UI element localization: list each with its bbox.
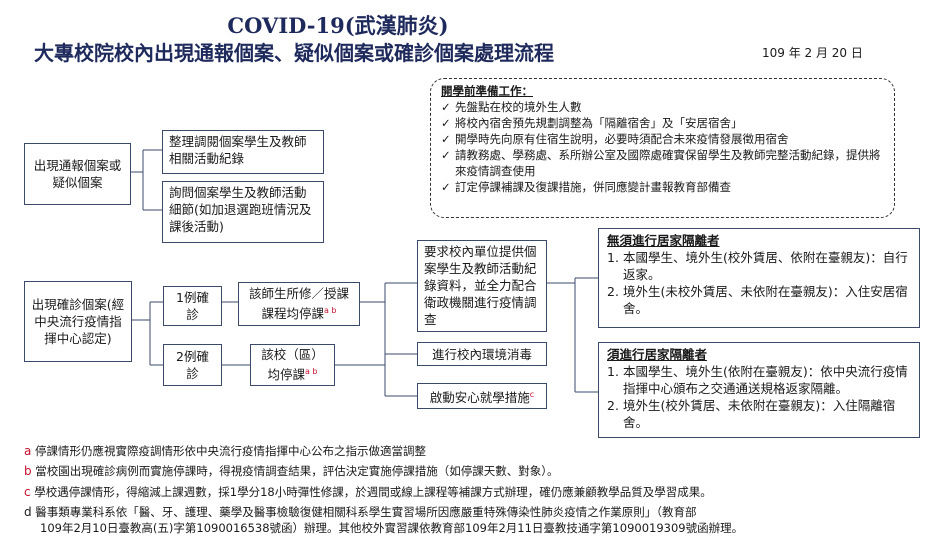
check-icon: ✓ xyxy=(441,100,451,114)
prep-item: ✓將校內宿舍預先規劃調整為「隔離宿舍」及「安居宿舍」 xyxy=(441,116,743,130)
list-item: 2.境外生(校外賃居、未依附在臺親友)：入住隔離宿舍。 xyxy=(607,398,896,430)
prep-item: ✓開學時先向原有住宿生說明，必要時須配合未來疫情發展徵用宿舍 xyxy=(441,132,789,146)
page-subtitle: 大專校院校內出現通報個案、疑似個案或確診個案處理流程 xyxy=(34,41,554,65)
confirmed-case-box: 出現確診個案(經中央流行疫情指揮中心認定) xyxy=(24,281,132,362)
quarantine-box: 須進行居家隔離者 1.本國學生、境外生(依附在臺親友)：依中央流行疫情指揮中心頒… xyxy=(598,342,920,438)
footnote: b 當校園出現確診病例而實施停課時，得視疫情調查結果，評估決定實施停課措施（如停… xyxy=(24,464,559,478)
footnote: a 停課情形仍應視實際疫調情形依中央流行疫情指揮中心公布之指示做適當調整 xyxy=(24,444,427,458)
prep-work-box: 開學前準備工作： ✓先盤點在校的境外生人數 ✓將校內宿舍預先規劃調整為「隔離宿舍… xyxy=(430,78,895,218)
list-item: 1.本國學生、境外生(校外賃居、依附在臺親友)：自行返家。 xyxy=(607,250,908,282)
footnote-marker: c xyxy=(529,389,535,399)
check-icon: ✓ xyxy=(441,132,451,146)
prep-item: ✓請教務處、學務處、系所辦公室及國際處確實保留學生及教師完整活動紀錄，提供將來疫… xyxy=(441,148,881,178)
no-quarantine-box: 無須進行居家隔離者 1.本國學生、境外生(校外賃居、依附在臺親友)：自行返家。 … xyxy=(598,228,920,328)
prep-item: ✓先盤點在校的境外生人數 xyxy=(441,100,582,114)
footnote: d 醫事類專業科系依「醫、牙、護理、藥學及醫事檢驗復健相關科系學生實習場所因應嚴… xyxy=(24,505,697,519)
two-case-box: 2例確診 xyxy=(163,344,222,386)
disinfect-box: 進行校內環境消毒 xyxy=(417,342,547,366)
main-title: COVID-19(武漢肺炎) xyxy=(227,13,449,38)
one-case-box: 1例確診 xyxy=(163,286,222,326)
quarantine-title: 須進行居家隔離者 xyxy=(607,347,708,362)
suspend-courses-box: 該師生所修／授課課程均停課a b xyxy=(238,282,360,326)
action-review-records: 整理調閱個案學生及教師相關活動紀錄 xyxy=(162,130,324,174)
check-icon: ✓ xyxy=(441,148,451,162)
no-quarantine-title: 無須進行居家隔離者 xyxy=(607,233,720,248)
prep-work-title: 開學前準備工作： xyxy=(441,84,533,98)
footnote-marker: a b xyxy=(323,306,337,316)
suspend-school-box: 該校（區）均停課a b xyxy=(250,344,335,386)
footnote: c 學校遇停課情形，得縮減上課週數，採1學分18小時彈性修課，於週間或線上課程等… xyxy=(24,485,712,499)
request-records-box: 要求校內單位提供個案學生及教師活動紀錄資料，並全力配合衛政機關進行疫情調查 xyxy=(417,240,547,332)
check-icon: ✓ xyxy=(441,180,451,194)
report-case-box: 出現通報個案或疑似個案 xyxy=(24,143,131,205)
prep-item: ✓訂定停課補課及復課措施，併同應變計畫報教育部備查 xyxy=(441,180,731,194)
list-item: 2.境外生(未校外賃居、未依附在臺親友)：入住安居宿舍。 xyxy=(607,284,908,316)
document-date: 109 年 2 月 20 日 xyxy=(762,46,863,60)
list-item: 1.本國學生、境外生(依附在臺親友)：依中央流行疫情指揮中心頒布之交通通送規格返… xyxy=(607,364,908,396)
footnote-marker: a b xyxy=(304,367,318,377)
footnote: 109年2月10日臺教高(五)字第1090016538號函）辦理。其他校外實習課… xyxy=(40,521,744,535)
reassure-box: 啟動安心就學措施c xyxy=(417,383,547,409)
action-inquire-details: 詢問個案學生及教師活動細節(如加退選跑班情況及課後活動) xyxy=(162,181,324,243)
check-icon: ✓ xyxy=(441,116,451,130)
